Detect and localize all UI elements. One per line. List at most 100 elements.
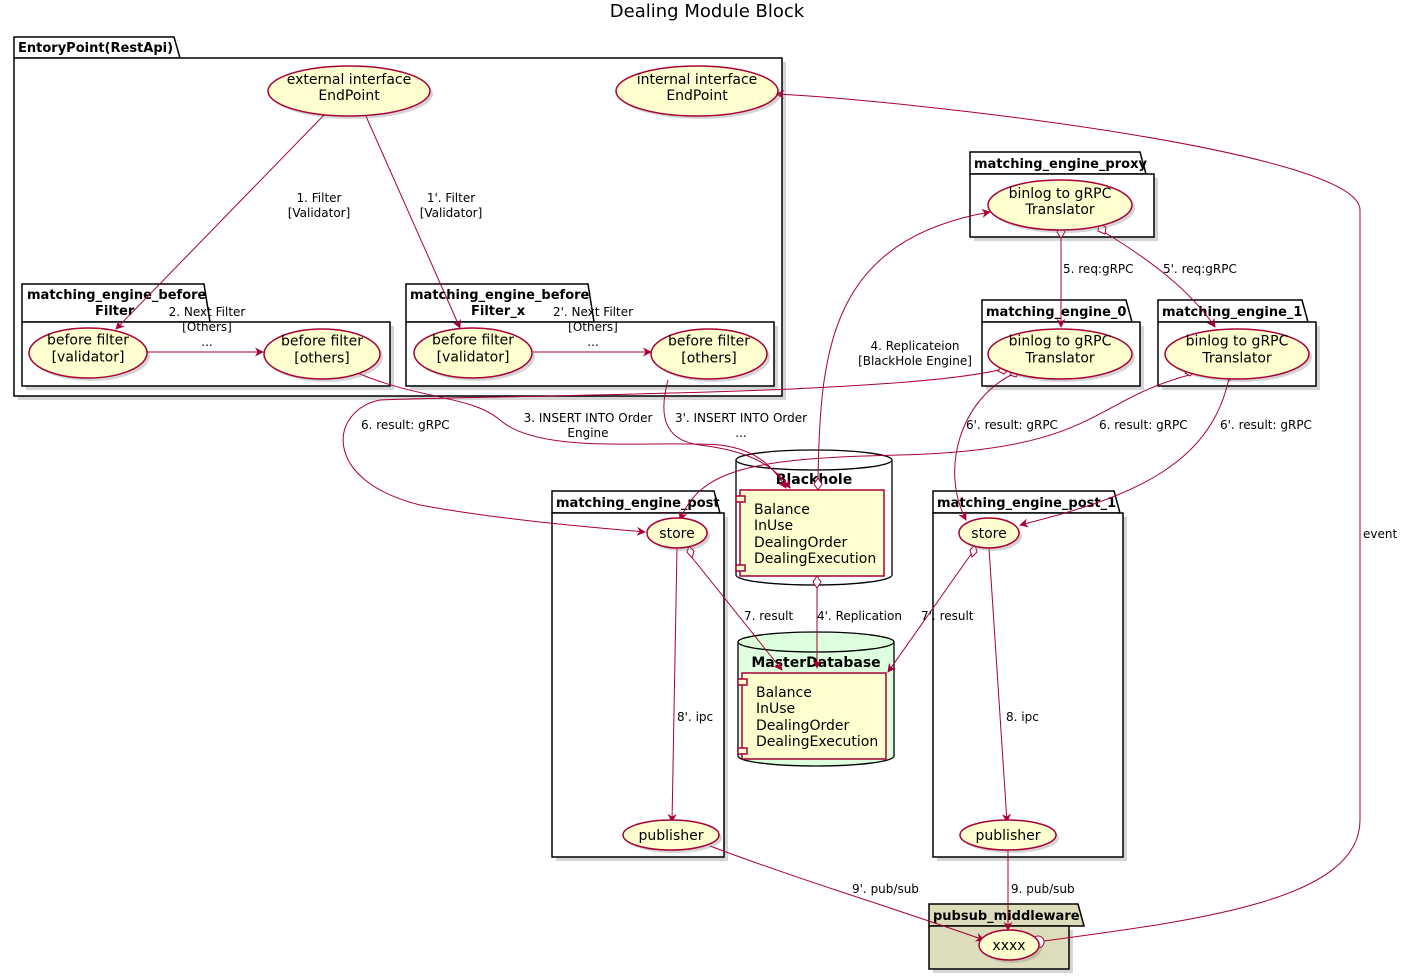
blackhole-item-dealingexecution: DealingExecution xyxy=(754,551,876,567)
label-e4-line-0: 4. Replicateion xyxy=(870,339,959,353)
null-line-0: store xyxy=(971,526,1006,542)
package-me-before-filter-x-label-line1: matching_engine_before xyxy=(410,288,590,303)
null-line-0: store xyxy=(659,526,694,542)
label-e9: 9. pub/sub xyxy=(1011,882,1075,896)
diamond-blackhole-4 xyxy=(813,477,823,491)
label-e6-mid-line-0: 6. result: gRPC xyxy=(1099,418,1188,432)
usecase-store-post[interactable]: store xyxy=(646,517,710,551)
edge-8-ipc xyxy=(988,547,1011,823)
label-e6p-mid: 6'. result: gRPC xyxy=(966,418,1058,432)
label-e7: 7. result xyxy=(744,609,794,623)
null-line-0: before filter xyxy=(668,334,750,350)
edge-5p-req-grpc xyxy=(1103,231,1216,328)
usecase-publisher-post[interactable]: publisher xyxy=(622,819,722,853)
label-e5p-line-0: 5'. req:gRPC xyxy=(1163,262,1237,276)
svg-text:store: store xyxy=(659,526,694,542)
label-e2-line-0: 2. Next Filter xyxy=(169,305,246,319)
null-line-1: Translator xyxy=(1024,351,1095,367)
edge-6p-result-right xyxy=(1019,377,1230,528)
usecase-bf-others-1[interactable]: before filter[others] xyxy=(263,328,383,382)
svg-text:before filter[others]: before filter[others] xyxy=(281,334,363,367)
edge-9p-pubsub xyxy=(709,845,985,942)
package-me-1-label: matching_engine_1 xyxy=(1162,305,1302,320)
blackhole-item-balance: Balance xyxy=(754,502,810,518)
label-e9p: 9'. pub/sub xyxy=(852,882,919,896)
label-e4p: 4'. Replication xyxy=(817,609,902,623)
label-e3-line-0: 3. INSERT INTO Order xyxy=(524,411,653,425)
label-e6-left-line-0: 6. result: gRPC xyxy=(361,418,450,432)
master-item-dealingexecution: DealingExecution xyxy=(756,734,878,750)
usecase-bf-validator-1[interactable]: before filter[validator] xyxy=(28,327,150,381)
blackhole-component xyxy=(739,489,885,577)
null-line-0: internal interface xyxy=(637,72,758,88)
label-e4: 4. Replicateion[BlackHole Engine] xyxy=(858,339,972,368)
svg-text:before filter[others]: before filter[others] xyxy=(668,334,750,367)
edge-6p-result-mid xyxy=(954,373,1014,521)
blackhole-item-inuse: InUse xyxy=(754,518,793,534)
label-e1-line-1: [Validator] xyxy=(288,206,351,220)
blackhole-label: Blackhole xyxy=(776,472,852,488)
null-line-0: binlog to gRPC xyxy=(1009,186,1112,202)
null-line-0: xxxx xyxy=(992,938,1025,954)
svg-text:publisher: publisher xyxy=(639,828,704,844)
null-line-1: Translator xyxy=(1024,202,1095,218)
null-line-0: before filter xyxy=(432,333,514,349)
edge-7p-result xyxy=(887,549,975,673)
edge-1p-filter xyxy=(364,113,461,329)
usecase-publisher-post-1[interactable]: publisher xyxy=(959,819,1059,853)
label-e4-line-1: [BlackHole Engine] xyxy=(858,354,972,368)
edge-3-insert xyxy=(354,371,787,489)
label-e8p-line-0: 8'. ipc xyxy=(677,710,713,724)
package-me-post-label: matching_engine_post xyxy=(556,496,720,511)
master-component xyxy=(741,672,887,760)
null-line-1: [others] xyxy=(294,351,350,367)
label-e7-line-0: 7. result xyxy=(744,609,794,623)
master-item-inuse: InUse xyxy=(756,701,795,717)
svg-text:publisher: publisher xyxy=(976,828,1041,844)
edge-1-filter xyxy=(115,113,326,330)
label-e6p-right-line-0: 6'. result: gRPC xyxy=(1220,418,1312,432)
database-master: MasterDatabase Balance InUse DealingOrde… xyxy=(737,631,895,767)
label-e3p-line-0: 3'. INSERT INTO Order xyxy=(675,411,807,425)
label-event: event xyxy=(1363,527,1397,541)
usecase-bf-validator-2[interactable]: before filter[validator] xyxy=(413,327,535,381)
master-item-dealingorder: DealingOrder xyxy=(756,718,850,734)
label-event-line-0: event xyxy=(1363,527,1397,541)
label-e8-line-0: 8. ipc xyxy=(1006,710,1039,724)
diamond-blackhole-4p xyxy=(812,575,822,589)
null-line-0: before filter xyxy=(47,333,129,349)
label-e9p-line-0: 9'. pub/sub xyxy=(852,882,919,896)
svg-text:before filter[validator]: before filter[validator] xyxy=(432,333,514,366)
package-me-post-1: matching_engine_post_1 xyxy=(932,490,1127,861)
usecase-store-post-1[interactable]: store xyxy=(958,517,1022,551)
label-e5p: 5'. req:gRPC xyxy=(1163,262,1237,276)
label-e6-left: 6. result: gRPC xyxy=(361,418,450,432)
package-me-before-filter-x-label-line2: Filter_x xyxy=(471,304,526,319)
master-item-balance: Balance xyxy=(756,685,812,701)
edge-3p-insert xyxy=(663,379,791,489)
null-line-1: [validator] xyxy=(52,350,125,366)
label-e8p: 8'. ipc xyxy=(677,710,713,724)
label-e2-line-2: ... xyxy=(201,335,212,349)
usecase-bf-others-2[interactable]: before filter[others] xyxy=(650,328,770,382)
label-e7p-line-0: 7'. result xyxy=(921,609,974,623)
usecase-xxxx[interactable]: xxxx xyxy=(978,929,1042,963)
package-me-post-1-label: matching_engine_post_1 xyxy=(937,496,1116,511)
diagram-title: Dealing Module Block xyxy=(610,1,805,22)
edge-event xyxy=(775,89,1361,942)
null-line-1: Translator xyxy=(1201,351,1272,367)
package-entrypoint-label: EntoryPoint(RestApi) xyxy=(18,41,173,56)
label-e3p-line-1: ... xyxy=(735,426,746,440)
label-e1p-line-0: 1'. Filter xyxy=(427,191,475,205)
